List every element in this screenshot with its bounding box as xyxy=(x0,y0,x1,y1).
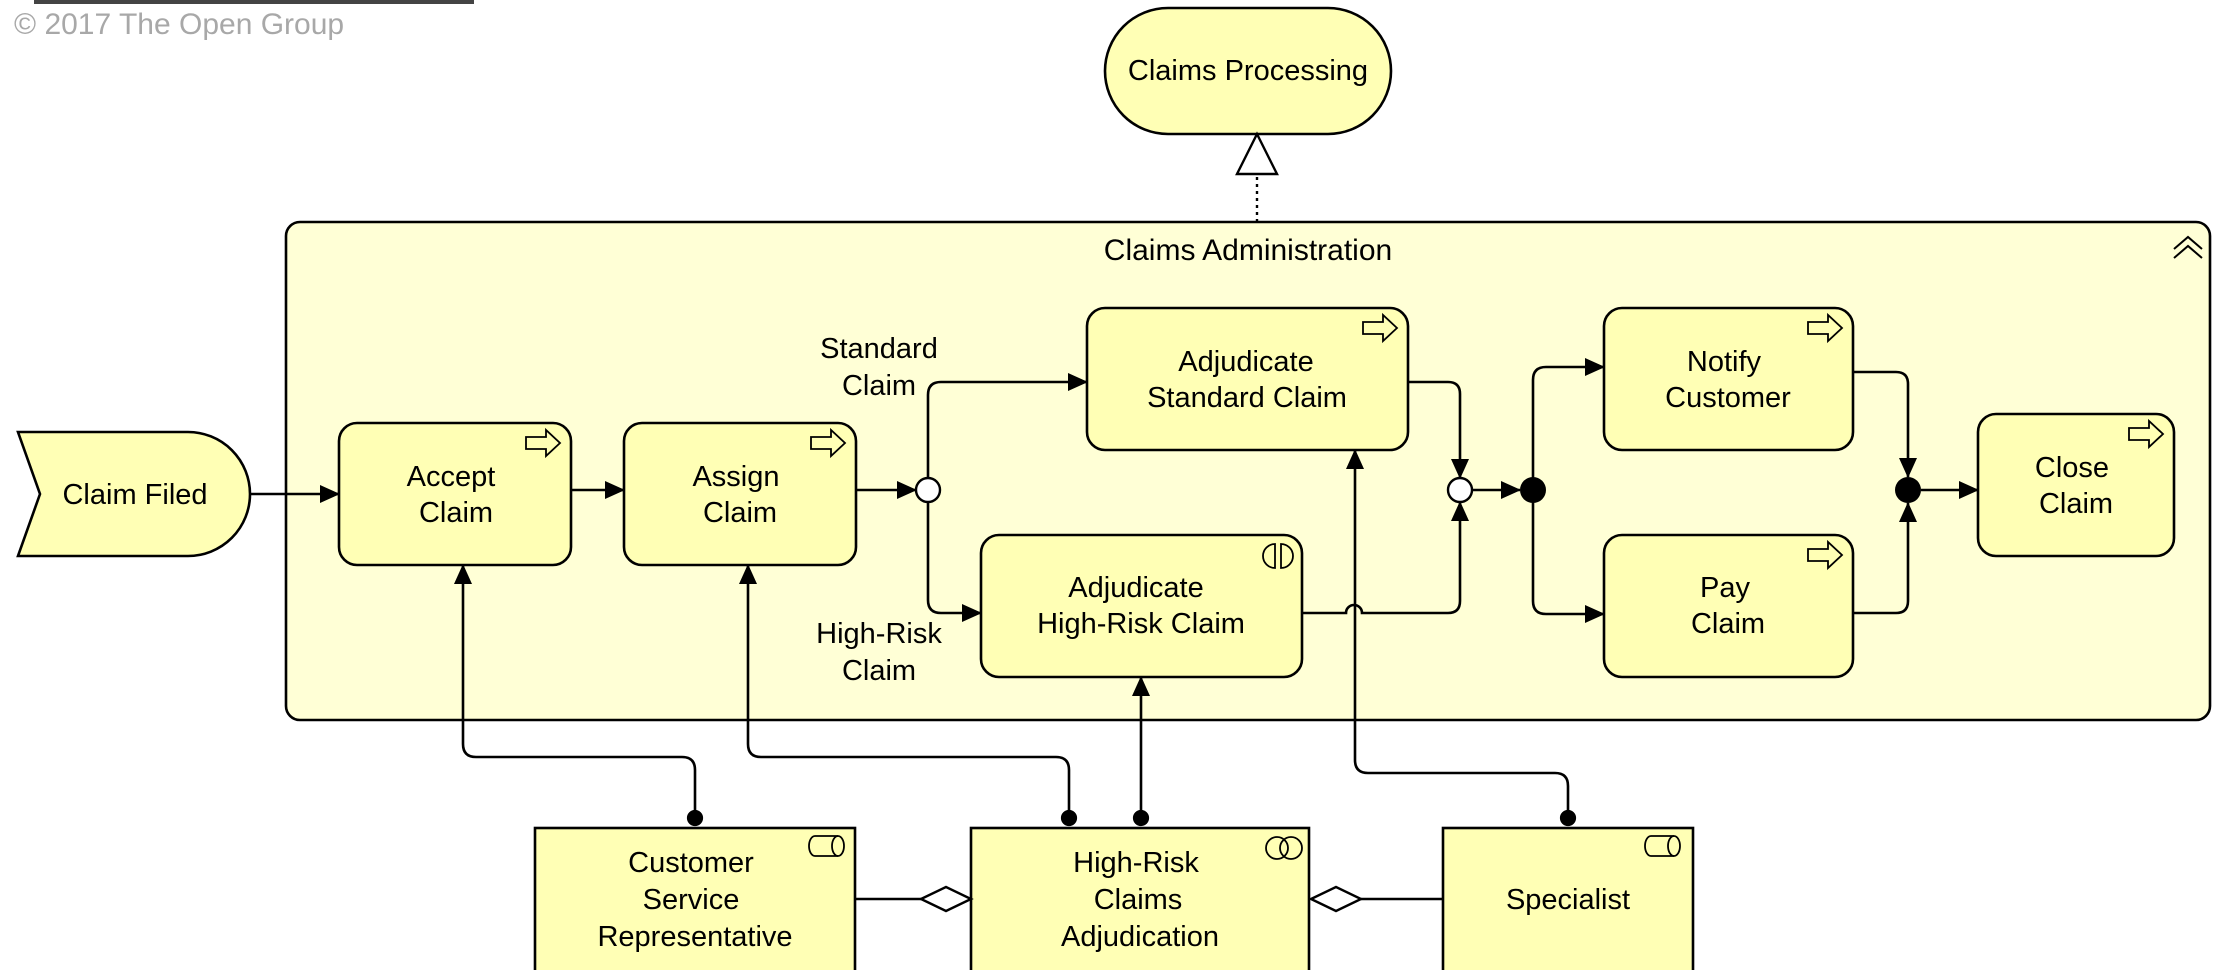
flow-to-adjudicate-standard xyxy=(926,373,1088,478)
copyright-text: © 2017 The Open Group xyxy=(14,8,344,41)
right-arrow-icon xyxy=(1362,312,1399,344)
pay-claim-line2: Claim xyxy=(1691,608,1765,640)
realization-connector xyxy=(1235,131,1279,222)
right-arrow-icon xyxy=(525,427,562,459)
hrca-line2: Claims xyxy=(1094,884,1183,916)
adjudicate-standard-line1: Adjudicate xyxy=(1178,346,1313,378)
aggregation-connectors xyxy=(855,885,1443,913)
accept-claim-line1: Accept xyxy=(407,461,496,493)
right-arrow-icon xyxy=(2128,418,2165,450)
hrca-line3: Adjudication xyxy=(1061,921,1219,953)
adjudicate-high-risk-claim-interaction[interactable]: Adjudicate High-Risk Claim xyxy=(979,533,1304,679)
right-arrow-icon xyxy=(810,427,847,459)
assign-specialist-to-adjudicate-standard xyxy=(1346,449,1577,827)
split-circle-icon xyxy=(1262,543,1294,569)
high-risk-claim-flow-label-line2: Claim xyxy=(842,655,916,687)
pay-claim-process[interactable]: Pay Claim xyxy=(1602,533,1855,679)
hrca-line1: High-Risk xyxy=(1073,847,1199,879)
high-risk-claims-adjudication-collaboration[interactable]: High-Risk Claims Adjudication xyxy=(969,826,1311,975)
assign-claim-line1: Assign xyxy=(692,461,779,493)
claims-processing-service[interactable]: Claims Processing xyxy=(1103,6,1393,136)
specialist-label: Specialist xyxy=(1506,884,1630,916)
flow-standard-to-merge xyxy=(1408,380,1469,479)
close-claim-line2: Claim xyxy=(2039,488,2113,520)
assign-claim-process[interactable]: Assign Claim xyxy=(622,421,858,567)
aggregation-diamond xyxy=(918,885,974,913)
close-claim-line1: Close xyxy=(2035,452,2109,484)
double-circle-icon xyxy=(1265,836,1303,860)
or-junction-split xyxy=(914,476,942,504)
event-label: Claim Filed xyxy=(62,479,207,511)
notify-customer-process[interactable]: Notify Customer xyxy=(1602,306,1855,452)
accept-claim-process[interactable]: Accept Claim xyxy=(337,421,573,567)
customer-service-representative-role[interactable]: Customer Service Representative xyxy=(533,826,857,975)
right-arrow-icon xyxy=(1807,312,1844,344)
assign-claim-line2: Claim xyxy=(703,497,777,529)
or-junction-merge xyxy=(1446,476,1474,504)
assign-csr-to-accept xyxy=(454,564,704,827)
adjudicate-standard-line2: Standard Claim xyxy=(1147,382,1347,414)
and-junction-merge xyxy=(1895,477,1921,503)
standard-claim-flow-label-line2: Claim xyxy=(842,370,916,402)
assign-hrca-to-assign xyxy=(739,564,1078,827)
csr-line2: Service xyxy=(643,884,740,916)
csr-line1: Customer xyxy=(628,847,754,879)
standard-claim-flow-label-line1: Standard xyxy=(820,333,938,365)
notify-customer-line2: Customer xyxy=(1665,382,1791,414)
csr-line3: Representative xyxy=(597,921,792,953)
adjudicate-high-risk-line1: Adjudicate xyxy=(1068,572,1203,604)
flow-to-notify xyxy=(1531,358,1605,490)
accept-claim-line2: Claim xyxy=(419,497,493,529)
claim-filed-event[interactable]: Claim Filed xyxy=(16,430,252,558)
adjudicate-standard-claim-process[interactable]: Adjudicate Standard Claim xyxy=(1085,306,1410,452)
aggregation-diamond xyxy=(1308,885,1364,913)
group-label: Claims Administration xyxy=(1104,234,1392,267)
high-risk-claim-flow-label-line1: High-Risk xyxy=(816,618,942,650)
notify-customer-line1: Notify xyxy=(1687,346,1762,378)
assignment-connectors xyxy=(454,449,1577,827)
pay-claim-line1: Pay xyxy=(1700,572,1750,604)
close-claim-process[interactable]: Close Claim xyxy=(1976,412,2176,558)
cropped-heading-fragment xyxy=(34,0,474,4)
cylinder-icon xyxy=(808,835,845,857)
cylinder-icon xyxy=(1644,835,1681,857)
specialist-role[interactable]: Specialist xyxy=(1441,826,1695,975)
right-arrow-icon xyxy=(1807,539,1844,571)
flow-notify-to-and xyxy=(1853,370,1917,478)
chevron-up-icon[interactable] xyxy=(2173,235,2203,259)
service-label: Claims Processing xyxy=(1128,55,1368,87)
adjudicate-high-risk-line2: High-Risk Claim xyxy=(1037,608,1245,640)
flow-pay-to-and xyxy=(1853,502,1917,615)
